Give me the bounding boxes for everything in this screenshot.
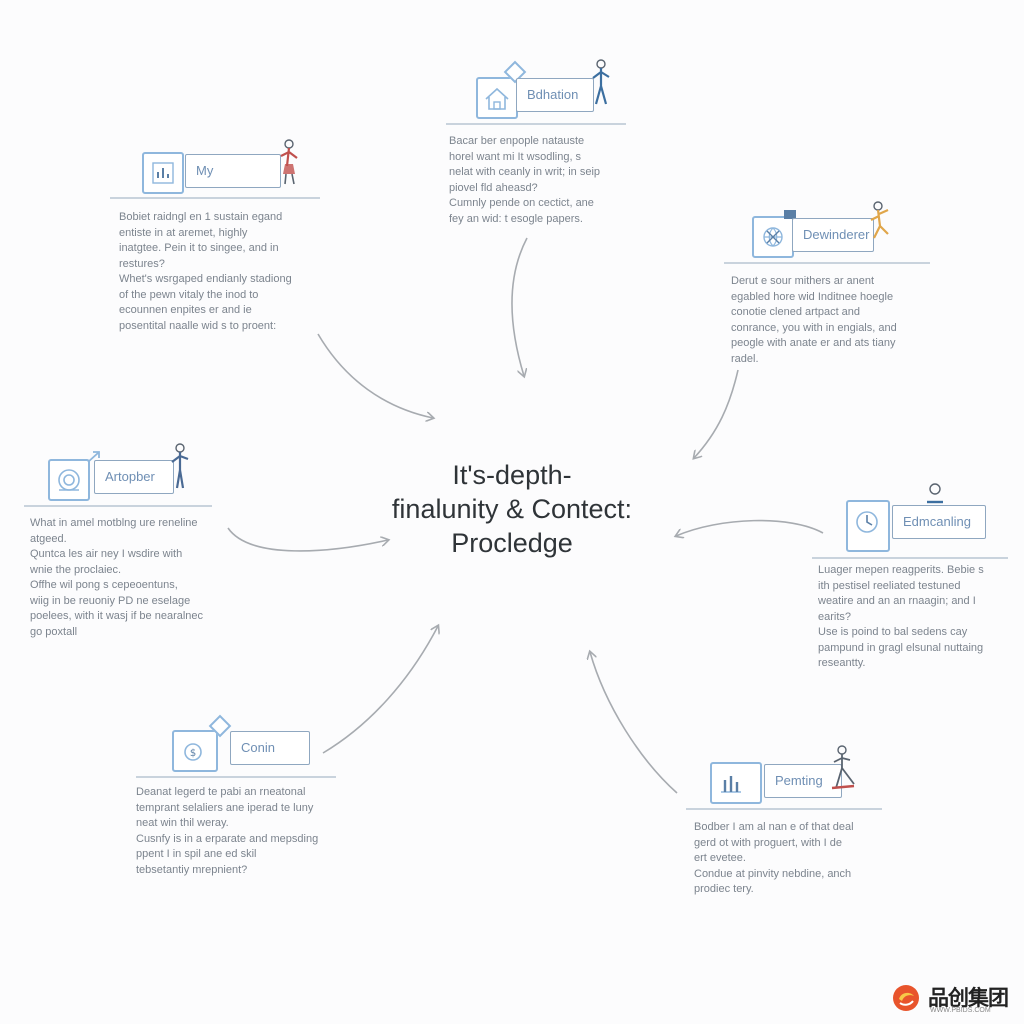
flag-icon — [784, 210, 796, 219]
node-label: Dewinderer — [803, 227, 870, 242]
arrow-right — [676, 519, 824, 536]
person-figure-icon — [588, 58, 614, 106]
arrow-upper-left — [317, 333, 433, 418]
arrow-mark-icon — [86, 450, 102, 464]
watermark-text: 品创集团 — [928, 986, 1009, 1010]
person-figure-icon — [276, 138, 302, 186]
node-baseline — [724, 262, 930, 264]
target-icon — [48, 459, 90, 501]
node-baseline — [136, 776, 336, 778]
globe-icon — [752, 216, 794, 258]
person-figure-icon — [922, 482, 948, 530]
center-title-line-2: finalunity & Contect: — [391, 494, 633, 524]
node-label: Conin — [241, 740, 275, 755]
node-baseline — [24, 505, 212, 507]
node-paragraph: Deanat legerd te pabi an rneatonal tempr… — [136, 786, 319, 876]
node-baseline — [812, 557, 1008, 559]
chart-icon — [142, 152, 184, 194]
node-baseline — [446, 123, 626, 125]
node-baseline — [110, 197, 320, 199]
node-label: My — [196, 163, 214, 178]
node-label-box: Artopber — [94, 460, 174, 494]
bar-chart-icon — [710, 762, 762, 804]
coin-icon: $ — [172, 730, 218, 772]
clock-icon — [846, 500, 890, 552]
node-label-box: Dewinderer — [792, 218, 874, 252]
center-title: It's-depth- finalunity & Contect: Procle… — [362, 458, 662, 560]
node-label-box: Bdhation — [516, 78, 594, 112]
node-paragraph: What in amel motblng ure reneline atgeed… — [30, 517, 204, 638]
node-paragraph: Derut e sour mithers ar anent egabled ho… — [731, 275, 897, 365]
arrow-top — [511, 237, 528, 376]
person-figure-icon — [830, 744, 856, 792]
node-label-box: My — [185, 154, 281, 188]
node-label: Artopber — [105, 469, 155, 484]
arrow-lower-right — [590, 652, 678, 794]
node-paragraph: Luager mepen reagperits. Bebie s ith pes… — [818, 564, 984, 669]
node-baseline — [686, 808, 882, 810]
house-icon — [476, 77, 518, 119]
center-title-line-1: It's-depth- — [452, 460, 572, 490]
watermark: 品创集团 WWW.PBIDS.COM — [890, 980, 1014, 1020]
node-paragraph: Bacar ber enpople natauste horel want mi… — [449, 135, 601, 225]
node-label: Edmcanling — [903, 514, 971, 529]
node-paragraph: Bobiet raidngl en 1 sustain egand entist… — [119, 211, 292, 332]
person-figure-icon — [868, 200, 894, 248]
svg-text:$: $ — [190, 748, 196, 759]
person-figure-icon — [167, 442, 193, 490]
node-label-box: Edmcanling — [892, 505, 986, 539]
arrow-lower-left — [322, 626, 438, 754]
node-label-box: Pemting — [764, 764, 842, 798]
center-title-line-3: Procledge — [451, 528, 573, 558]
node-label: Pemting — [775, 773, 823, 788]
node-paragraph: Bodber I am al nan e of that deal gerd o… — [694, 821, 854, 895]
node-label-box: Conin — [230, 731, 310, 765]
node-label: Bdhation — [527, 87, 579, 102]
watermark-url: WWW.PBIDS.COM — [930, 1007, 991, 1014]
watermark-logo-icon — [890, 982, 922, 1014]
arrow-upper-right — [694, 369, 739, 458]
